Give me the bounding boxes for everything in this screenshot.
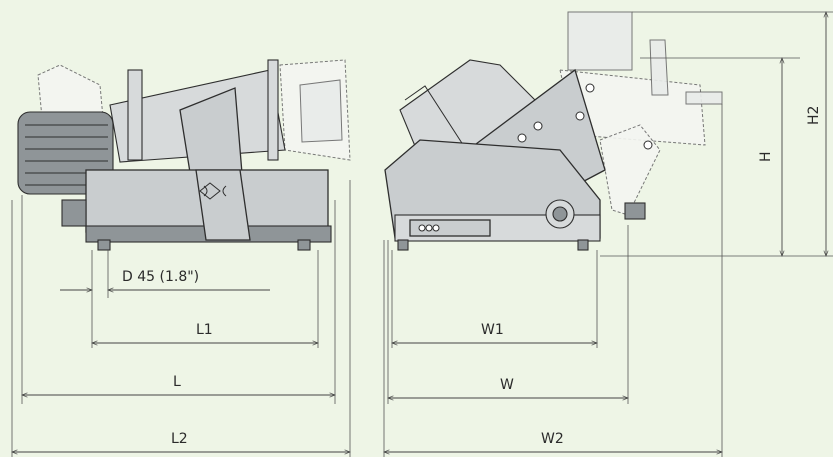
dim-h: H [758,57,785,257]
dim-w1-label: W1 [481,322,504,338]
side-view [384,11,723,251]
dim-h2: H2 [806,11,829,257]
dim-l-label: L [173,374,181,390]
dim-l2-label: L2 [171,431,188,447]
dim-w-label: W [500,377,514,393]
front-view [17,59,351,251]
dim-h2-label: H2 [806,106,822,125]
dim-w2-label: W2 [541,431,564,447]
side-extension-lines [383,11,833,457]
dim-d45-label: D 45 (1.8") [122,269,199,285]
dim-l: L [21,374,336,398]
dim-w2: W2 [383,431,723,455]
front-extension-lines [11,180,351,457]
side-base [384,139,601,251]
dim-w: W [387,377,629,401]
dim-w1: W1 [391,322,598,346]
side-ghost-carriage [559,11,723,220]
dim-h-label: H [758,151,774,162]
dim-l2: L2 [11,431,351,455]
dim-d45: D 45 (1.8") [60,269,270,293]
front-base [61,169,332,251]
dim-l1: L1 [91,322,319,346]
dim-l1-label: L1 [196,322,213,338]
